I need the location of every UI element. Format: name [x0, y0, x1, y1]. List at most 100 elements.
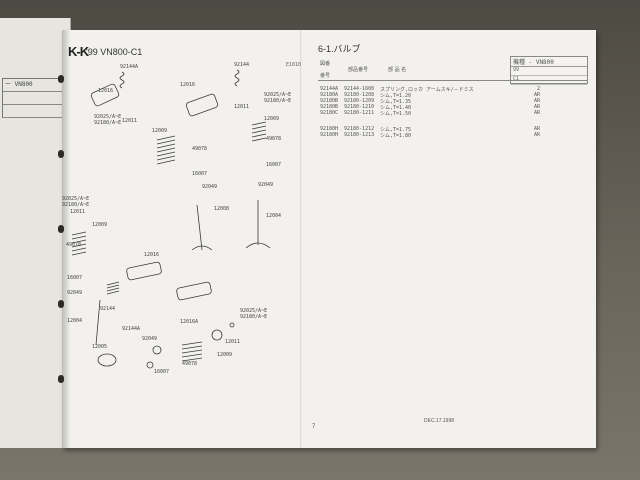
rocker-arm-icon	[176, 281, 212, 301]
part-callout: 92180/A~E	[240, 314, 267, 320]
part-callout: 92144	[100, 306, 115, 312]
valve-spring-icon	[181, 341, 203, 362]
part-callout: 92049	[142, 336, 157, 342]
valve-spring-icon	[156, 135, 176, 165]
table-row	[320, 116, 590, 126]
valve-head-icon	[245, 242, 271, 249]
table-cell-part: 92180-1212	[344, 126, 375, 132]
part-callout: 12008	[214, 206, 229, 212]
table-cell-qty	[510, 116, 540, 126]
binding-hole-icon	[58, 375, 64, 383]
spring-icon	[119, 71, 125, 89]
left-table-row	[3, 92, 65, 105]
valve-head-icon	[97, 353, 117, 367]
part-callout: 16007	[154, 369, 169, 375]
part-callout: 12009	[152, 128, 167, 134]
table-cell-ref: 92144A	[320, 86, 339, 92]
part-callout: 92049	[67, 290, 82, 296]
part-callout: 12005	[92, 344, 107, 350]
seal-icon	[146, 361, 154, 369]
header-rule	[318, 80, 588, 81]
part-callout: 12011	[122, 118, 137, 124]
binding-hole-icon	[58, 225, 64, 233]
valve-head-icon	[191, 245, 213, 251]
book-spine	[62, 30, 70, 448]
part-callout: 12009	[264, 116, 279, 122]
valve-spring-icon	[71, 231, 87, 256]
part-callout: 12016A	[180, 319, 198, 325]
retainer-icon	[211, 329, 223, 341]
cotter-icon	[229, 322, 235, 328]
part-callout: 12016	[180, 82, 195, 88]
table-row: 92180B 92180-1210 シム,T=1.40 AR	[320, 104, 590, 111]
table-cell-part: 92144-1600	[344, 86, 375, 92]
part-callout: 49078	[266, 136, 281, 142]
retainer-icon	[152, 345, 162, 355]
part-callout: 16007	[192, 171, 207, 177]
part-callout: 92144A	[122, 326, 140, 332]
table-cell-name: スプリング,ロッカ アームスキ/－ドミス	[380, 87, 474, 93]
col-ref-header-2: 番号	[320, 73, 331, 79]
part-callout: 12016	[98, 88, 113, 94]
spring-icon	[106, 281, 120, 295]
table-cell-part: 92180-1209	[344, 98, 375, 104]
model-box-label: 機種 - VN800	[511, 57, 587, 67]
part-callout: 49078	[192, 146, 207, 152]
rocker-arm-icon	[90, 83, 120, 107]
part-callout: 92144	[234, 62, 249, 68]
col-part-header: 部品番号	[348, 67, 369, 73]
table-cell-name: シム,T=1.50	[380, 111, 412, 117]
part-callout: 92049	[202, 184, 217, 190]
table-cell-name: シム,T=1.20	[380, 93, 412, 99]
table-cell-name: シム,T=1.75	[380, 127, 412, 133]
brand-logo: K-K	[68, 44, 89, 59]
part-callout: 49078	[182, 361, 197, 367]
part-callout: 92025/A~E	[62, 196, 89, 202]
table-cell-part: 92180-1208	[344, 92, 375, 98]
table-cell-ref: 92180H	[320, 126, 339, 132]
table-cell-ref: 92180B	[320, 104, 339, 110]
rocker-arm-icon	[185, 93, 219, 117]
col-ref-header: 図番	[320, 61, 331, 67]
part-callout: 49078	[66, 242, 81, 248]
part-callout: 12011	[225, 339, 240, 345]
part-callout: 92144A	[120, 64, 138, 70]
table-cell-name: シム,T=1.40	[380, 105, 412, 111]
table-cell-ref: 92180H	[320, 132, 339, 138]
page-number: 7	[312, 424, 316, 430]
model-box: 機種 - VN800 99 C1	[510, 56, 588, 85]
part-callout: 16007	[67, 275, 82, 281]
binding-hole-icon	[58, 300, 64, 308]
table-cell-qty: AR	[533, 92, 540, 98]
model-box-row: C1	[511, 76, 587, 85]
valve-stem-icon	[196, 204, 203, 251]
rocker-arm-icon	[126, 261, 162, 281]
part-callout: 92180/A~E	[94, 120, 121, 126]
part-callout: 12011	[70, 209, 85, 215]
part-callout: 92180/A~E	[264, 98, 291, 104]
table-cell-qty: AR	[533, 104, 540, 110]
table-cell-part: 92180-1210	[344, 104, 375, 110]
part-callout: 12004	[266, 213, 281, 219]
model-title: '99 VN800-C1	[86, 47, 143, 57]
part-callout: 12009	[217, 352, 232, 358]
col-name-header: 部 品 名	[388, 67, 407, 73]
table-cell-ref: 92180A	[320, 92, 339, 98]
page-fold	[300, 30, 302, 448]
part-callout: 12004	[67, 318, 82, 324]
part-callout: 12009	[92, 222, 107, 228]
table-cell-ref: 92180B	[320, 98, 339, 104]
table-cell-part: 92180-1213	[344, 132, 375, 138]
spring-icon	[234, 69, 240, 87]
section-title: 6-1.バルブ	[318, 44, 361, 54]
part-callout: 92025/A~E	[240, 308, 267, 314]
part-callout: 12011	[234, 104, 249, 110]
left-table-row	[3, 105, 65, 118]
table-cell-qty: AR	[533, 110, 540, 116]
table-cell-qty: AR	[533, 98, 540, 104]
binding-hole-icon	[58, 75, 64, 83]
